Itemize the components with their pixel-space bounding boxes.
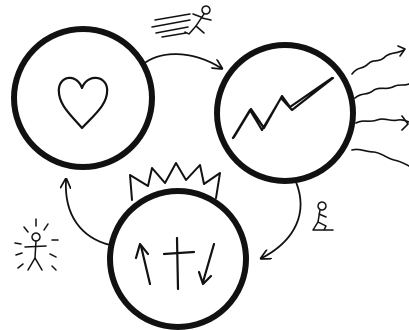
arrow-growth-to-crowned — [262, 182, 301, 258]
growth-node — [217, 45, 409, 181]
kneeling-person-icon — [313, 202, 333, 230]
running-person-icon — [152, 6, 211, 37]
arrow-love-to-growth — [142, 54, 221, 68]
love-circle — [14, 29, 152, 167]
down-arrow-icon — [199, 244, 214, 284]
arrow-crowned-to-love — [66, 180, 110, 245]
heart-icon — [59, 78, 107, 128]
wavy-arrows-icon — [352, 46, 409, 166]
crowned-node — [110, 163, 246, 327]
radiant-person-icon — [15, 219, 58, 270]
up-arrow-icon — [136, 244, 150, 284]
cross-icon — [164, 238, 194, 289]
rising-zigzag-line-icon — [233, 78, 333, 138]
love-node — [14, 29, 152, 167]
growth-circle — [217, 45, 353, 181]
